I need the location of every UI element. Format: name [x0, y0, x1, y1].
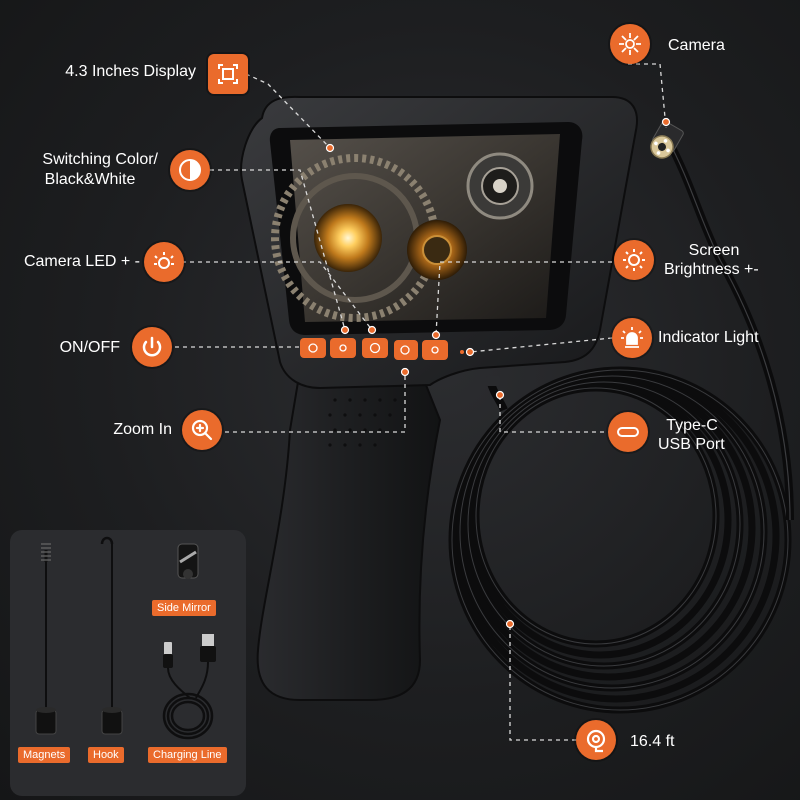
led-bulb-icon: [144, 242, 184, 282]
power-button: [300, 338, 326, 358]
switching-label-line2: Black&White: [44, 171, 136, 188]
frame-icon: [208, 54, 248, 94]
display-label: 4.3 Inches Display: [65, 63, 196, 80]
button-row: [300, 338, 464, 360]
color-button: [362, 338, 388, 358]
cable-coil-icon: [576, 720, 616, 760]
usb-c-icon: [608, 412, 648, 452]
magnets-tag: Magnets: [18, 747, 71, 763]
zoom-in-label: Zoom In: [113, 421, 172, 438]
led-button: [330, 338, 356, 358]
indicator-label: Indicator Light: [658, 329, 759, 346]
camera-lens-icon: [610, 24, 650, 64]
zoom-in-icon: [182, 410, 222, 450]
zoom-button: [394, 340, 418, 360]
switching-label-line1: Switching Color/: [42, 151, 158, 168]
hook-probe: [100, 536, 123, 735]
brightness-label-line2: Brightness +-: [664, 261, 759, 278]
charging-cable: [162, 634, 216, 740]
accessories-illustration: [35, 536, 216, 740]
cable-length-label: 16.4 ft: [630, 733, 675, 750]
camera-label: Camera: [668, 37, 725, 54]
side-mirror: [177, 543, 199, 579]
brightness-button: [422, 340, 448, 360]
magnet-probe: [35, 543, 57, 735]
device-grip: [256, 369, 442, 701]
on-off-label: ON/OFF: [59, 339, 120, 356]
typec-label-line1: Type-C: [666, 417, 718, 434]
contrast-icon: [170, 150, 210, 190]
indicator-lamp-icon: [612, 318, 652, 358]
sun-icon: [614, 240, 654, 280]
typec-label-line2: USB Port: [658, 436, 725, 453]
brightness-label-line1: Screen: [688, 242, 740, 259]
power-icon: [132, 327, 172, 367]
charging-line-tag: Charging Line: [148, 747, 227, 763]
camera-tip: [650, 120, 684, 159]
camera-led-label: Camera LED + -: [23, 253, 140, 270]
side-mirror-tag: Side Mirror: [152, 600, 216, 616]
hook-tag: Hook: [88, 747, 124, 763]
